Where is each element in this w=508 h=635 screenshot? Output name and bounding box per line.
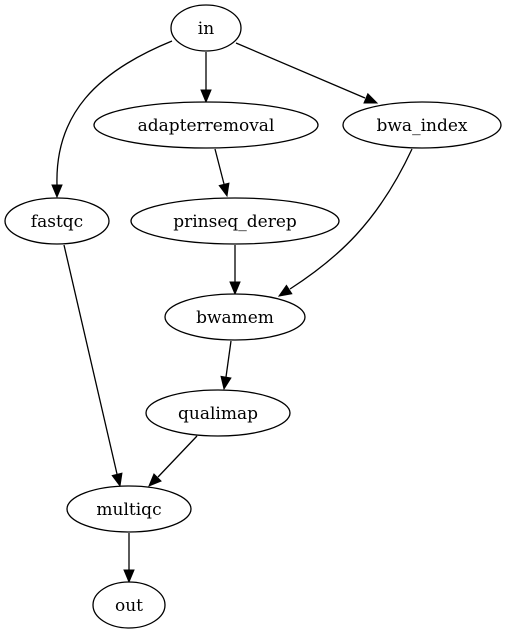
node-bwamem: bwamem xyxy=(164,293,306,341)
edge-qualimap-to-multiqc xyxy=(148,435,198,487)
arrowhead-icon xyxy=(220,375,232,391)
node-qualimap: qualimap xyxy=(145,389,291,437)
edge-in-to-bwa_index xyxy=(235,42,379,104)
arrowhead-icon xyxy=(123,569,135,584)
arrowhead-icon xyxy=(363,92,379,104)
node-label: prinseq_derep xyxy=(173,212,297,232)
edge-in-to-adapterremoval xyxy=(200,52,212,104)
edge-line xyxy=(214,148,225,185)
arrowhead-icon xyxy=(148,473,162,487)
edge-line xyxy=(289,148,413,290)
edge-multiqc-to-out xyxy=(123,533,135,584)
arrowhead-icon xyxy=(200,89,212,104)
node-label: adapterremoval xyxy=(138,116,275,136)
node-adapterremoval: adapterremoval xyxy=(93,101,319,149)
node-multiqc: multiqc xyxy=(66,485,192,533)
node-out: out xyxy=(92,581,166,629)
edge-line xyxy=(157,435,198,478)
arrowhead-icon xyxy=(277,284,293,297)
edge-line xyxy=(225,340,232,378)
arrowhead-icon xyxy=(51,184,63,199)
node-in: in xyxy=(170,4,242,52)
node-label: multiqc xyxy=(96,500,161,520)
node-label: fastqc xyxy=(31,212,83,232)
node-ellipse xyxy=(342,101,502,149)
node-ellipse xyxy=(170,4,242,52)
node-ellipse xyxy=(145,389,291,437)
edge-bwamem-to-qualimap xyxy=(220,340,232,391)
node-label: qualimap xyxy=(178,404,258,424)
node-ellipse xyxy=(164,293,306,341)
edge-line xyxy=(235,42,366,99)
arrowhead-icon xyxy=(229,281,241,296)
edge-in-to-fastqc xyxy=(51,40,173,199)
node-label: bwamem xyxy=(196,308,274,328)
node-bwa_index: bwa_index xyxy=(342,101,502,149)
edge-fastqc-to-multiqc xyxy=(63,244,123,488)
node-fastqc: fastqc xyxy=(4,197,110,245)
node-label: out xyxy=(115,596,143,616)
edge-prinseq_derep-to-bwamem xyxy=(229,245,241,296)
node-label: bwa_index xyxy=(377,116,468,136)
edge-line xyxy=(56,40,173,186)
node-ellipse xyxy=(4,197,110,245)
edge-line xyxy=(63,244,118,475)
edge-adapterremoval-to-prinseq_derep xyxy=(214,148,230,198)
node-ellipse xyxy=(130,197,340,245)
node-label: in xyxy=(198,19,214,39)
edges-layer xyxy=(51,40,413,584)
arrowhead-icon xyxy=(111,472,123,488)
node-ellipse xyxy=(66,485,192,533)
node-ellipse xyxy=(93,101,319,149)
arrowhead-icon xyxy=(218,182,230,198)
edge-bwa_index-to-bwamem xyxy=(277,148,413,297)
node-ellipse xyxy=(92,581,166,629)
node-prinseq_derep: prinseq_derep xyxy=(130,197,340,245)
